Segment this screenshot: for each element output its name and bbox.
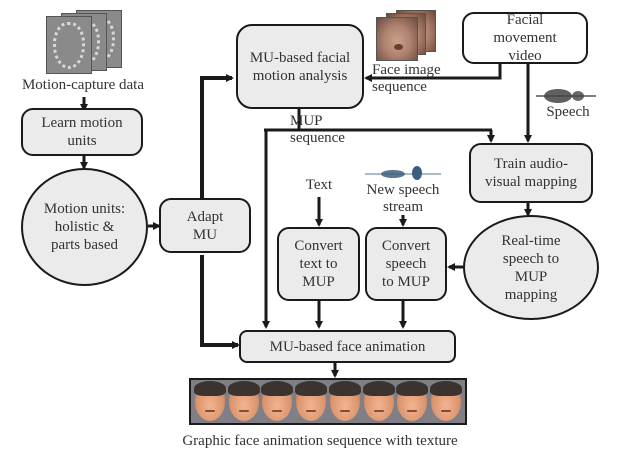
convert-text-to-mup-node[interactable]: Convert text to MUP [277,227,360,301]
motion-units-node[interactable]: Motion units: holistic & parts based [21,168,148,286]
mocap-data-label: Motion-capture data [21,77,145,93]
facial-movement-video-node[interactable]: Facial movement video [462,12,588,64]
realtime-speech-to-mup-node[interactable]: Real-time speech to MUP mapping [463,215,599,320]
speech-label: Speech [546,104,590,120]
arrow-adapt-to-animation [200,255,240,349]
animation-frame-face [295,380,328,421]
animation-frame-face [261,380,294,421]
caption: Graphic face animation sequence with tex… [182,433,458,449]
face-image-frame [376,17,418,61]
animation-sequence-strip [189,378,467,425]
mu-facial-motion-analysis-node[interactable]: MU-based facial motion analysis [236,24,364,109]
mup-sequence-label: MUP sequence [290,113,345,146]
convert-speech-to-mup-node[interactable]: Convert speech to MUP [365,227,447,301]
animation-frame-face [193,380,226,421]
animation-frame-face [227,380,260,421]
arrow-adapt-to-analysis [200,74,234,198]
animation-frame-face [362,380,395,421]
arrow-video-to-analysis [364,62,502,82]
learn-motion-units-node[interactable]: Learn motion units [21,108,143,156]
text-label: Text [305,177,333,193]
animation-frame-face [396,380,429,421]
speech-waveform-icon [536,89,596,103]
motion-capture-images [46,10,122,74]
face-image-sequence-images [376,10,436,61]
new-speech-waveform-icon [365,166,441,180]
mocap-frame [46,16,92,74]
adapt-mu-node[interactable]: Adapt MU [159,198,251,253]
animation-frame-face [430,380,463,421]
mu-based-face-animation-node[interactable]: MU-based face animation [239,330,456,363]
train-audio-visual-mapping-node[interactable]: Train audio-visual mapping [469,143,593,203]
face-image-sequence-label: Face image sequence [372,62,441,95]
new-speech-stream-label: New speech stream [366,182,440,215]
animation-frame-face [328,380,361,421]
